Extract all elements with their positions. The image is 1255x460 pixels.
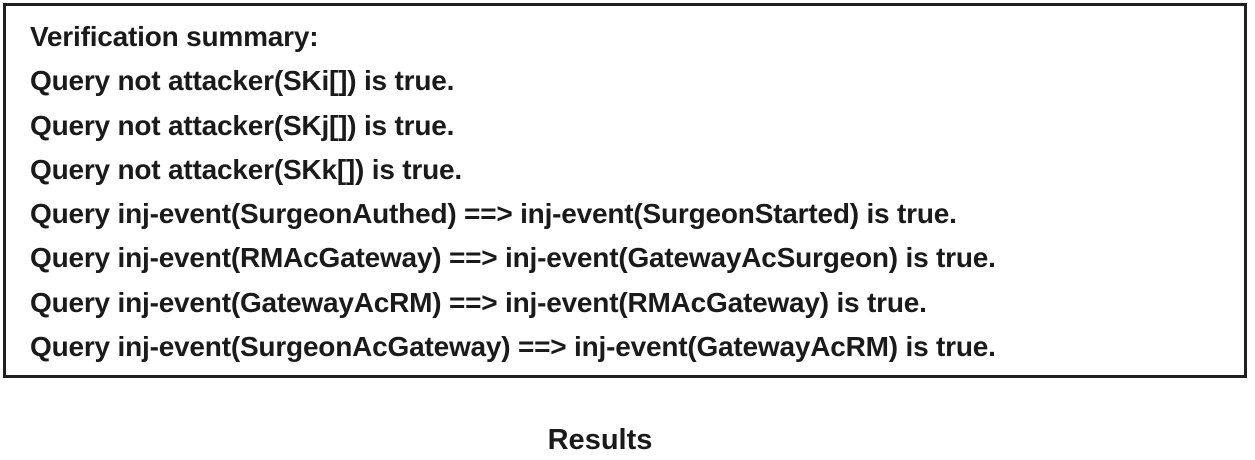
verification-line: Query inj-event(GatewayAcRM) ==> inj-eve… bbox=[30, 286, 927, 318]
verification-line: Query not attacker(SKj[]) is true. bbox=[30, 109, 455, 141]
verification-line: Query not attacker(SKk[]) is true. bbox=[30, 153, 462, 185]
verification-line: Query inj-event(SurgeonAcGateway) ==> in… bbox=[30, 331, 996, 363]
figure-caption: Results bbox=[547, 424, 653, 456]
verification-line: Query inj-event(RMAcGateway) ==> inj-eve… bbox=[30, 242, 996, 274]
verification-line: Query inj-event(SurgeonAuthed) ==> inj-e… bbox=[30, 198, 957, 230]
verification-line: Query not attacker(SKi[]) is true. bbox=[30, 65, 455, 97]
verification-summary-box: Verification summary: Query not attacker(… bbox=[3, 3, 1247, 378]
verification-line: Verification summary: bbox=[30, 21, 319, 52]
